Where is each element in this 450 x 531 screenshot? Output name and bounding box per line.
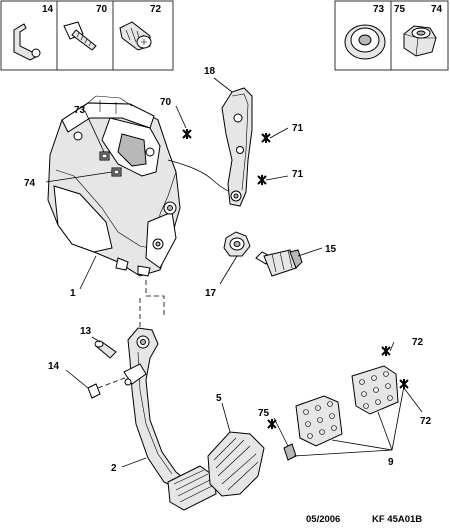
switch-bracket (221, 87, 253, 207)
callout-73: 73 (74, 105, 86, 116)
callout-18: 18 (204, 66, 216, 77)
nut-part-73 (99, 151, 110, 161)
footer-reference: KF 45A01B (372, 514, 422, 525)
assembly-guide (145, 280, 165, 318)
legend-frame-right (334, 0, 449, 71)
legend-box-right: 73 75 74 (334, 0, 449, 71)
nut-part-74 (111, 167, 122, 177)
pedal-box-bracket (47, 95, 181, 277)
legend-ref-73: 73 (373, 4, 385, 15)
callout-1: 1 (70, 288, 76, 299)
nut-part-75 (283, 443, 297, 461)
callout-15: 15 (325, 244, 337, 255)
callout-72-upper: 72 (412, 337, 424, 348)
callout-71-lower: 71 (292, 169, 304, 180)
fastener-marker (182, 129, 409, 429)
legend-ref-14: 14 (42, 4, 54, 15)
leader-lines (45, 77, 423, 468)
legend-ref-75: 75 (394, 4, 406, 15)
clip-icon (13, 23, 41, 61)
callout-14: 14 (48, 361, 60, 372)
screw-icon (119, 21, 152, 51)
pedal-clip (87, 383, 101, 399)
pivot-pin (94, 340, 117, 359)
pedal-pad-rubber (207, 431, 265, 497)
washer-nut-icon (344, 24, 386, 60)
legend-frame-left (0, 0, 174, 71)
hex-nut-icon (403, 25, 437, 57)
callout-13: 13 (80, 326, 92, 337)
switch-clip (223, 231, 251, 257)
legend-ref-74: 74 (431, 4, 443, 15)
callout-17: 17 (205, 288, 217, 299)
callout-75: 75 (258, 408, 270, 419)
pedal-pad-pair (295, 365, 399, 447)
legend-ref-72: 72 (150, 4, 162, 15)
legend-ref-70: 70 (96, 4, 108, 15)
callout-2: 2 (111, 463, 117, 474)
callout-9: 9 (388, 457, 394, 468)
pedal-pad (167, 465, 217, 511)
callout-5: 5 (216, 393, 222, 404)
assembly-guide (97, 375, 131, 389)
callout-labels: 18 70 73 71 71 74 15 17 1 13 14 72 72 5 … (24, 66, 432, 474)
stop-switch (255, 249, 303, 277)
footer-date: 05/2006 (306, 514, 340, 525)
callout-74: 74 (24, 178, 36, 189)
callout-71-upper: 71 (292, 123, 304, 134)
callout-72-lower: 72 (420, 416, 432, 427)
pedal-arm (123, 327, 187, 491)
legend-box-left: 14 70 72 (0, 0, 174, 71)
bolt-icon (63, 21, 97, 51)
callout-70: 70 (160, 97, 172, 108)
